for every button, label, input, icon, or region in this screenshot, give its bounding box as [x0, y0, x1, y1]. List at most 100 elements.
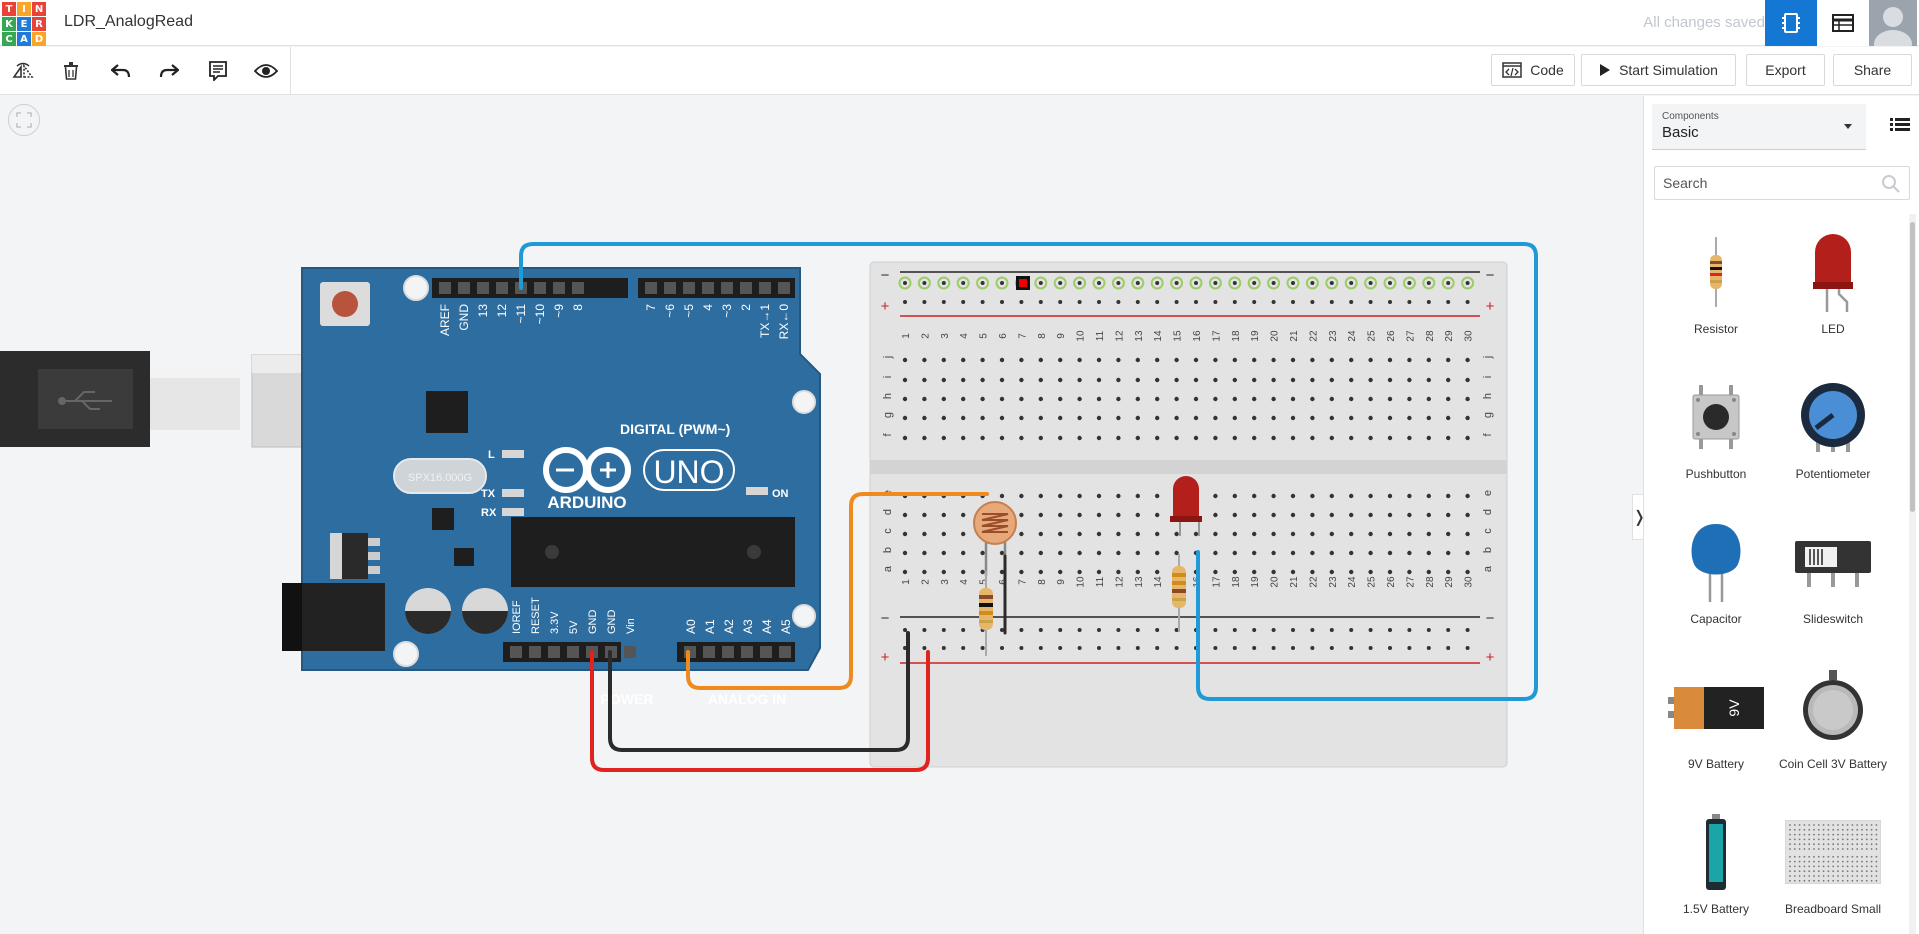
breadboard-hole[interactable]	[1271, 531, 1276, 537]
breadboard-hole[interactable]	[1058, 396, 1063, 402]
breadboard-hole[interactable]	[1465, 569, 1470, 575]
breadboard-hole[interactable]	[1310, 396, 1315, 402]
breadboard-hole[interactable]	[1096, 396, 1102, 402]
breadboard-hole[interactable]	[941, 377, 946, 383]
breadboard-hole[interactable]	[1349, 396, 1354, 402]
breadboard-hole[interactable]	[922, 550, 927, 556]
rail-hole[interactable]	[1155, 646, 1160, 650]
breadboard-hole[interactable]	[961, 435, 966, 441]
breadboard-hole[interactable]	[1019, 377, 1024, 383]
breadboard-hole[interactable]	[902, 357, 908, 363]
breadboard-hole[interactable]	[1349, 357, 1354, 363]
digital-pin-socket[interactable]	[534, 282, 546, 294]
breadboard-hole[interactable]	[1310, 357, 1315, 363]
breadboard-hole[interactable]	[941, 415, 946, 421]
breadboard-hole[interactable]	[1290, 357, 1296, 363]
rail-hole[interactable]	[1305, 276, 1319, 290]
breadboard-hole[interactable]	[1252, 435, 1257, 441]
breadboard-hole[interactable]	[1213, 435, 1218, 441]
breadboard-hole[interactable]	[1077, 415, 1082, 421]
breadboard-hole[interactable]	[999, 493, 1005, 499]
breadboard-hole[interactable]	[1232, 512, 1238, 518]
breadboard-hole[interactable]	[1058, 512, 1063, 518]
rail-hole[interactable]	[1174, 646, 1179, 650]
breadboard-hole[interactable]	[1252, 531, 1257, 537]
breadboard-hole[interactable]	[1135, 357, 1141, 363]
rail-hole[interactable]	[1349, 300, 1354, 304]
breadboard-hole[interactable]	[1329, 569, 1335, 575]
digital-pin-socket[interactable]	[664, 282, 676, 294]
component-1-5v-battery[interactable]: 1.5V Battery	[1661, 802, 1771, 916]
breadboard-hole[interactable]	[1446, 357, 1451, 363]
rail-hole[interactable]	[1135, 300, 1140, 304]
breadboard-hole[interactable]	[1213, 377, 1218, 383]
breadboard-hole[interactable]	[1290, 512, 1296, 518]
breadboard-hole[interactable]	[1310, 531, 1315, 537]
breadboard-hole[interactable]	[961, 415, 966, 421]
breadboard-hole[interactable]	[1193, 377, 1199, 383]
breadboard-hole[interactable]	[1387, 569, 1393, 575]
breadboard-hole[interactable]	[1446, 396, 1451, 402]
breadboard-hole[interactable]	[1252, 569, 1257, 575]
breadboard-hole[interactable]	[1271, 550, 1276, 556]
rail-hole[interactable]	[922, 646, 927, 650]
breadboard-hole[interactable]	[1368, 357, 1373, 363]
breadboard-hole[interactable]	[922, 435, 927, 441]
rail-hole[interactable]	[1407, 646, 1412, 650]
breadboard-hole[interactable]	[1135, 512, 1141, 518]
rail-hole[interactable]	[1232, 646, 1237, 650]
breadboard-hole[interactable]	[1038, 493, 1044, 499]
rail-hole[interactable]	[1291, 646, 1295, 650]
rail-hole[interactable]	[961, 628, 966, 632]
breadboard-hole[interactable]	[1116, 435, 1121, 441]
breadboard-hole[interactable]	[1213, 531, 1218, 537]
breadboard-hole[interactable]	[1407, 569, 1412, 575]
breadboard-hole[interactable]	[902, 531, 908, 537]
rail-hole[interactable]	[1232, 300, 1237, 304]
rail-hole[interactable]	[1208, 276, 1222, 290]
rail-hole[interactable]	[1388, 628, 1392, 632]
breadboard-hole[interactable]	[1213, 512, 1218, 518]
rail-hole[interactable]	[995, 276, 1009, 290]
breadboard-hole[interactable]	[1271, 357, 1276, 363]
breadboard-hole[interactable]	[1271, 415, 1276, 421]
rail-hole[interactable]	[1446, 628, 1451, 632]
rail-hole[interactable]	[1310, 646, 1315, 650]
breadboard-hole[interactable]	[1038, 435, 1044, 441]
breadboard-hole[interactable]	[1387, 512, 1393, 518]
rail-hole[interactable]	[1194, 300, 1198, 304]
rail-hole[interactable]	[961, 300, 966, 304]
breadboard-hole[interactable]	[1426, 512, 1432, 518]
rail-hole[interactable]	[1441, 276, 1455, 290]
digital-pin-socket[interactable]	[553, 282, 565, 294]
rail-hole[interactable]	[1228, 276, 1242, 290]
export-button[interactable]: Export	[1746, 54, 1825, 86]
rail-hole[interactable]	[1349, 628, 1354, 632]
breadboard-hole[interactable]	[1174, 550, 1179, 556]
breadboard-hole[interactable]	[1290, 435, 1296, 441]
breadboard-hole[interactable]	[1019, 550, 1024, 556]
rail-hole[interactable]	[1213, 628, 1218, 632]
breadboard-hole[interactable]	[1465, 357, 1470, 363]
breadboard-hole[interactable]	[1213, 396, 1218, 402]
breadboard-hole[interactable]	[1038, 512, 1044, 518]
breadboard-hole[interactable]	[1329, 435, 1335, 441]
notes-button[interactable]	[202, 55, 234, 87]
breadboard-hole[interactable]	[1349, 377, 1354, 383]
power-pin-socket[interactable]	[548, 646, 560, 658]
power-pin-socket[interactable]	[624, 646, 636, 658]
rail-hole[interactable]	[898, 276, 912, 290]
rail-hole[interactable]	[1189, 276, 1203, 290]
breadboard-hole[interactable]	[1368, 415, 1373, 421]
breadboard-hole[interactable]	[1135, 415, 1141, 421]
breadboard-hole[interactable]	[980, 435, 985, 441]
rail-hole[interactable]	[1000, 646, 1004, 650]
analog-pin-socket[interactable]	[760, 646, 772, 658]
breadboard-hole[interactable]	[1387, 550, 1393, 556]
breadboard-hole[interactable]	[1116, 377, 1121, 383]
breadboard-hole[interactable]	[999, 357, 1005, 363]
breadboard-hole[interactable]	[1193, 531, 1199, 537]
rail-hole[interactable]	[1232, 628, 1237, 632]
digital-pin-socket[interactable]	[458, 282, 470, 294]
